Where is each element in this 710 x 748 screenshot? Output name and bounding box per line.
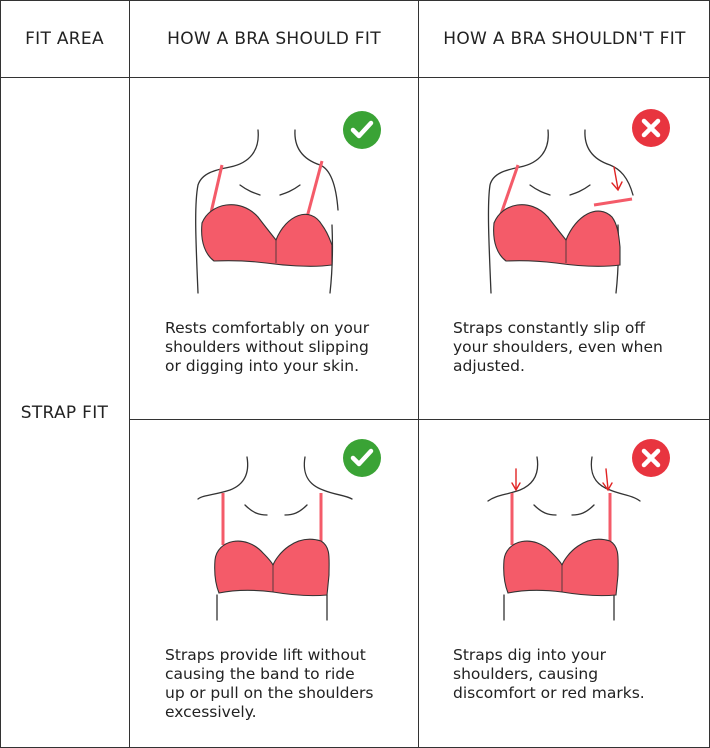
header-shouldnt-fit: HOW A BRA SHOULDN'T FIT bbox=[443, 28, 686, 49]
cross-icon bbox=[632, 109, 670, 147]
row-divider bbox=[129, 419, 710, 420]
row-label-strap-fit: STRAP FIT bbox=[20, 403, 109, 423]
col-divider-1 bbox=[129, 0, 130, 748]
caption-good-strap-2: Straps provide lift without causing the … bbox=[165, 646, 374, 721]
header-divider bbox=[0, 77, 710, 78]
header-should-fit: HOW A BRA SHOULD FIT bbox=[167, 28, 381, 49]
illustration-good-strap-2 bbox=[197, 456, 353, 621]
check-icon bbox=[343, 439, 381, 477]
arrow-down-icon bbox=[511, 468, 613, 492]
caption-good-strap-1: Rests comfortably on your shoulders with… bbox=[165, 319, 370, 375]
col-divider-2 bbox=[418, 0, 419, 748]
illustration-good-strap-1 bbox=[195, 129, 339, 294]
cross-icon bbox=[632, 439, 670, 477]
header-fit-area: FIT AREA bbox=[25, 28, 104, 49]
illustration-bad-strap-2 bbox=[487, 456, 641, 621]
arrow-down-icon bbox=[611, 166, 623, 192]
illustration-bad-strap-1 bbox=[487, 129, 634, 294]
check-icon bbox=[343, 111, 381, 149]
caption-bad-strap-2: Straps dig into your shoulders, causing … bbox=[453, 646, 645, 702]
caption-bad-strap-1: Straps constantly slip off your shoulder… bbox=[453, 319, 663, 375]
